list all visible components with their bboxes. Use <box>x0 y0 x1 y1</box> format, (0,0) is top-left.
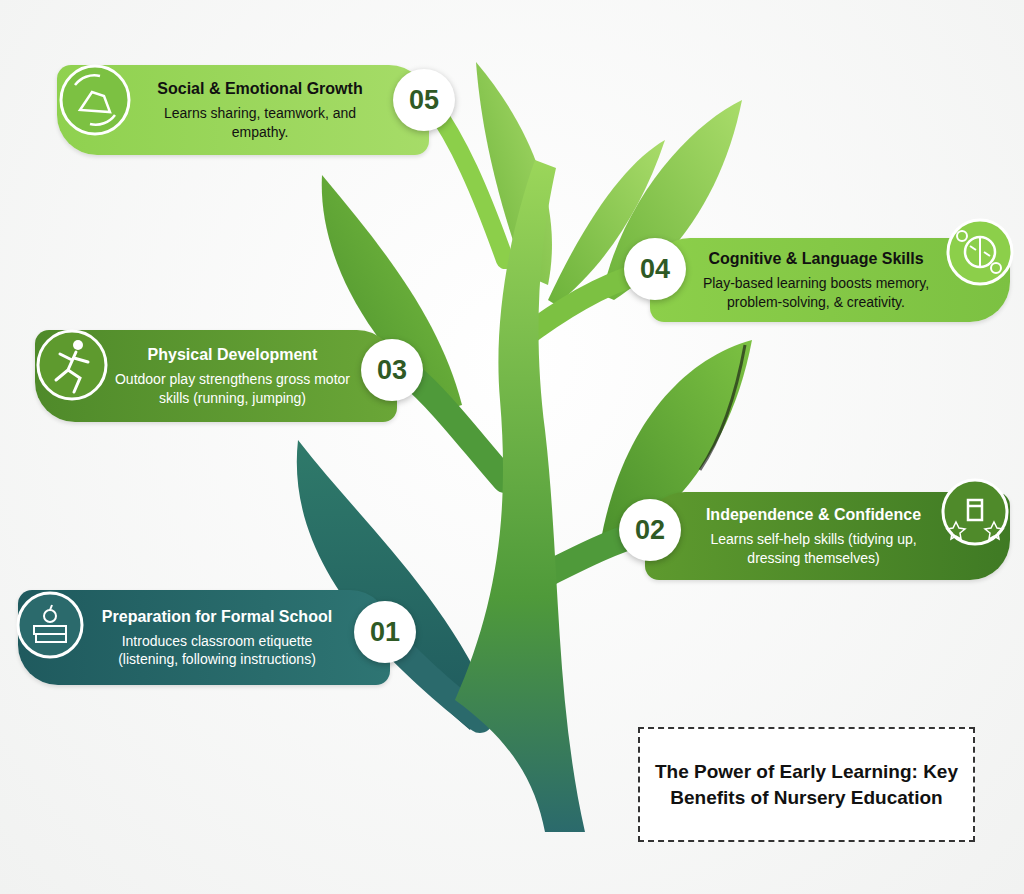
title-box: The Power of Early Learning: Key Benefit… <box>638 727 975 842</box>
callout-number: 05 <box>409 85 439 116</box>
number-circle: 05 <box>393 69 455 131</box>
running-icon <box>38 331 106 399</box>
confidence-icon <box>943 480 1007 544</box>
social-icon <box>61 66 129 134</box>
benefit-banner: Physical DevelopmentOutdoor play strengt… <box>35 330 397 422</box>
benefit-heading: Physical Development <box>114 345 351 364</box>
benefit-banner: Preparation for Formal SchoolIntroduces … <box>18 590 390 685</box>
benefit-heading: Cognitive & Language Skills <box>690 249 942 268</box>
benefit-description: Learns self-help skills (tidying up, dre… <box>689 530 938 566</box>
benefit-banner: Cognitive & Language SkillsPlay-based le… <box>650 238 1010 322</box>
number-circle: 04 <box>624 238 686 300</box>
number-circle: 03 <box>361 339 423 401</box>
callout-number: 04 <box>640 254 670 285</box>
benefit-description: Play-based learning boosts memory, probl… <box>690 274 942 310</box>
diagram-title: The Power of Early Learning: Key Benefit… <box>654 759 959 810</box>
number-circle: 01 <box>354 601 416 663</box>
benefit-banner: Independence & ConfidenceLearns self-hel… <box>645 492 1010 580</box>
benefit-heading: Independence & Confidence <box>689 505 938 524</box>
books-icon <box>18 593 82 657</box>
benefit-heading: Social & Emotional Growth <box>137 79 383 98</box>
callout-number: 01 <box>370 617 400 648</box>
trunk <box>455 160 585 832</box>
branch <box>432 105 505 260</box>
callout-number: 03 <box>377 355 407 386</box>
benefit-description: Outdoor play strengthens gross motor ski… <box>114 370 351 406</box>
callout-number: 02 <box>635 515 665 546</box>
leaf-shade <box>700 345 745 470</box>
benefit-banner: Social & Emotional GrowthLearns sharing,… <box>57 65 429 155</box>
branch <box>410 375 505 480</box>
brain-icon <box>948 220 1012 284</box>
number-circle: 02 <box>619 499 681 561</box>
benefit-description: Introduces classroom etiquette (listenin… <box>90 632 344 668</box>
benefit-description: Learns sharing, teamwork, and empathy. <box>137 104 383 140</box>
benefit-heading: Preparation for Formal School <box>90 607 344 626</box>
